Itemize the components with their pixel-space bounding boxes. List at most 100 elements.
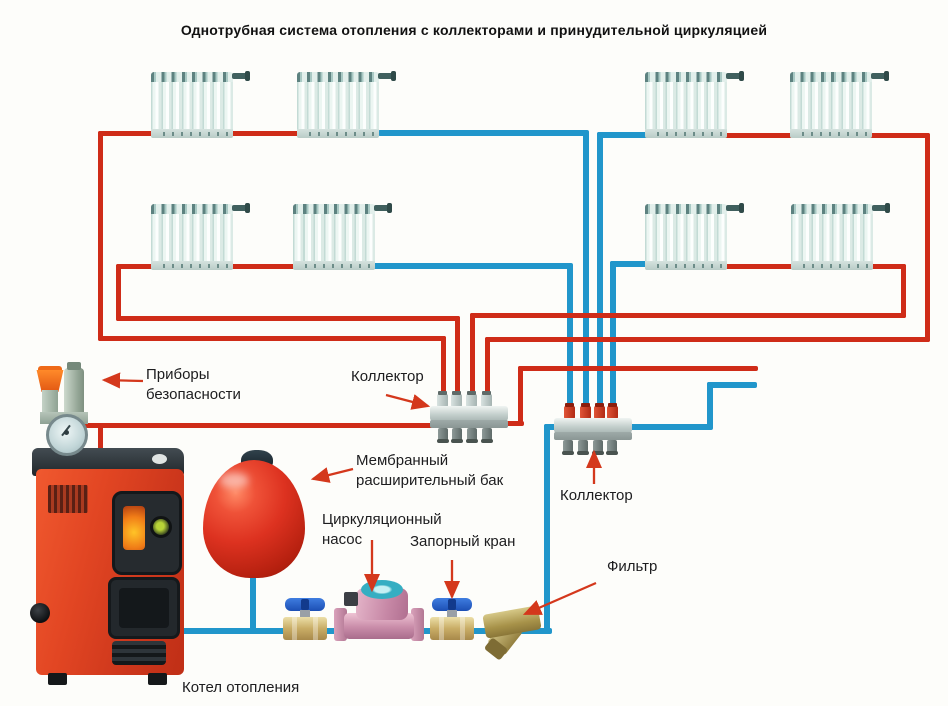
expansion-tank-body [203, 460, 305, 578]
supply-main-h-pipe [75, 423, 441, 428]
label-safety-devices: Приборы безопасности [146, 366, 241, 403]
supply-2ndright-riser-pipe [901, 264, 906, 318]
supply-2ndright-in-pipe [871, 264, 906, 269]
radiator-valve-caps [645, 204, 727, 214]
radiator-valve-caps [293, 204, 375, 214]
supply-manifold-riser4-pipe [485, 337, 490, 408]
return-right-step-pipe [707, 382, 713, 430]
collector-riser-fitting [451, 391, 462, 407]
return-tank-drop-pipe [250, 556, 256, 632]
supply-topright-in-pipe [868, 133, 930, 138]
return-topleft-h-pipe [378, 130, 586, 136]
boiler-ash-vent [112, 641, 166, 665]
supply-2ndleft-branch-h-pipe [116, 316, 460, 321]
arrow-supply-collector [385, 393, 431, 410]
radiator-valve-stem [726, 203, 744, 213]
return-manifold-right-in-pipe [624, 424, 712, 430]
radiator-bottom [293, 261, 375, 270]
pump-flange [411, 608, 424, 641]
collector-riser-fitting [466, 391, 477, 407]
return-downpipe-pipe [544, 424, 550, 634]
radiator-valve-stem [871, 71, 889, 81]
supply-topleft-riser-pipe [98, 131, 103, 341]
radiator-valve-caps [791, 204, 873, 214]
collector-nipple [562, 440, 574, 455]
radiator [791, 203, 890, 270]
radiator-valve-stem [374, 203, 392, 213]
label-return-collector: Коллектор [560, 487, 633, 504]
valve-stem [300, 610, 310, 618]
arrow-safety-devices [101, 372, 144, 389]
label-shutoff-valve: Запорный кран [410, 533, 516, 550]
radiator-bottom [151, 129, 233, 138]
supply-topright-riser-pipe [925, 133, 930, 342]
radiator-valve-stem [726, 71, 744, 81]
return-collector [554, 402, 632, 458]
supply-branch-h-pipe [518, 366, 758, 371]
air-vent-cap [67, 362, 81, 370]
return-right-end-pipe [707, 382, 757, 388]
expansion-tank [203, 450, 305, 580]
supply-collector [430, 391, 508, 444]
supply-manifold-out-pipe [498, 421, 524, 426]
radiator-valve-caps [645, 72, 727, 82]
boiler-top-cap [152, 454, 167, 464]
valve-body [283, 617, 327, 640]
return-manifold-riser4-pipe [610, 261, 616, 410]
radiator-bottom [791, 261, 873, 270]
radiator [297, 71, 396, 138]
radiator-sections [645, 214, 727, 261]
radiator-sections [151, 82, 233, 129]
radiator [151, 203, 250, 270]
radiator [790, 71, 889, 138]
supply-2ndleft-riser-pipe [116, 264, 121, 321]
supply-manifold-riser3-pipe [470, 313, 475, 408]
pressure-gauge [46, 414, 88, 456]
label-boiler: Котел отопления [182, 679, 300, 696]
radiator-bottom [790, 129, 872, 138]
collector-riser-fitting [607, 403, 618, 419]
boiler-vent-grille [48, 485, 88, 513]
air-vent [64, 368, 84, 416]
relief-valve-cap [38, 366, 62, 373]
radiator-valve-stem [232, 71, 250, 81]
collector-riser-fitting [594, 403, 605, 419]
relief-valve-cone [36, 370, 64, 392]
radiator-valve-caps [790, 72, 872, 82]
ball-valve-right [430, 598, 476, 644]
boiler-lower-door [108, 577, 180, 639]
label-circulation-pump: Циркуляционный насос [322, 511, 442, 548]
collector-nipple [451, 428, 463, 443]
return-2ndright-h-pipe [610, 261, 650, 267]
supply-manifold-riser2-pipe [455, 316, 460, 408]
supply-topleft-in-pipe [98, 131, 154, 136]
radiator-sections [151, 214, 233, 261]
arrow-filter [522, 581, 597, 616]
radiator [293, 203, 392, 270]
radiator [151, 71, 250, 138]
supply-manifold-riser1-pipe [441, 336, 446, 408]
valve-stem [447, 610, 457, 618]
supply-2ndleft-link-pipe [229, 264, 297, 269]
boiler-upper-door [112, 491, 182, 575]
boiler-fire-window [123, 506, 145, 550]
supply-topleft-link-pipe [230, 131, 300, 136]
supply-2ndright-link-pipe [723, 264, 793, 269]
radiator-sections [645, 82, 727, 129]
collector-riser-fitting [481, 391, 492, 407]
label-supply-collector: Коллектор [351, 368, 424, 385]
collector-nipple [437, 428, 449, 443]
radiator-bottom [297, 129, 379, 138]
radiator [645, 71, 744, 138]
supply-topright-branch-h-pipe [485, 337, 930, 342]
collector-body [554, 418, 632, 433]
radiator-bottom [645, 261, 727, 270]
radiator-sections [791, 214, 873, 261]
relief-valve-body [42, 390, 58, 416]
radiator-bottom [645, 129, 727, 138]
radiator-valve-stem [378, 71, 396, 81]
collector-nipple [481, 428, 493, 443]
radiator-sections [293, 214, 375, 261]
return-manifold-riser3-pipe [597, 132, 603, 410]
radiator-sections [297, 82, 379, 129]
